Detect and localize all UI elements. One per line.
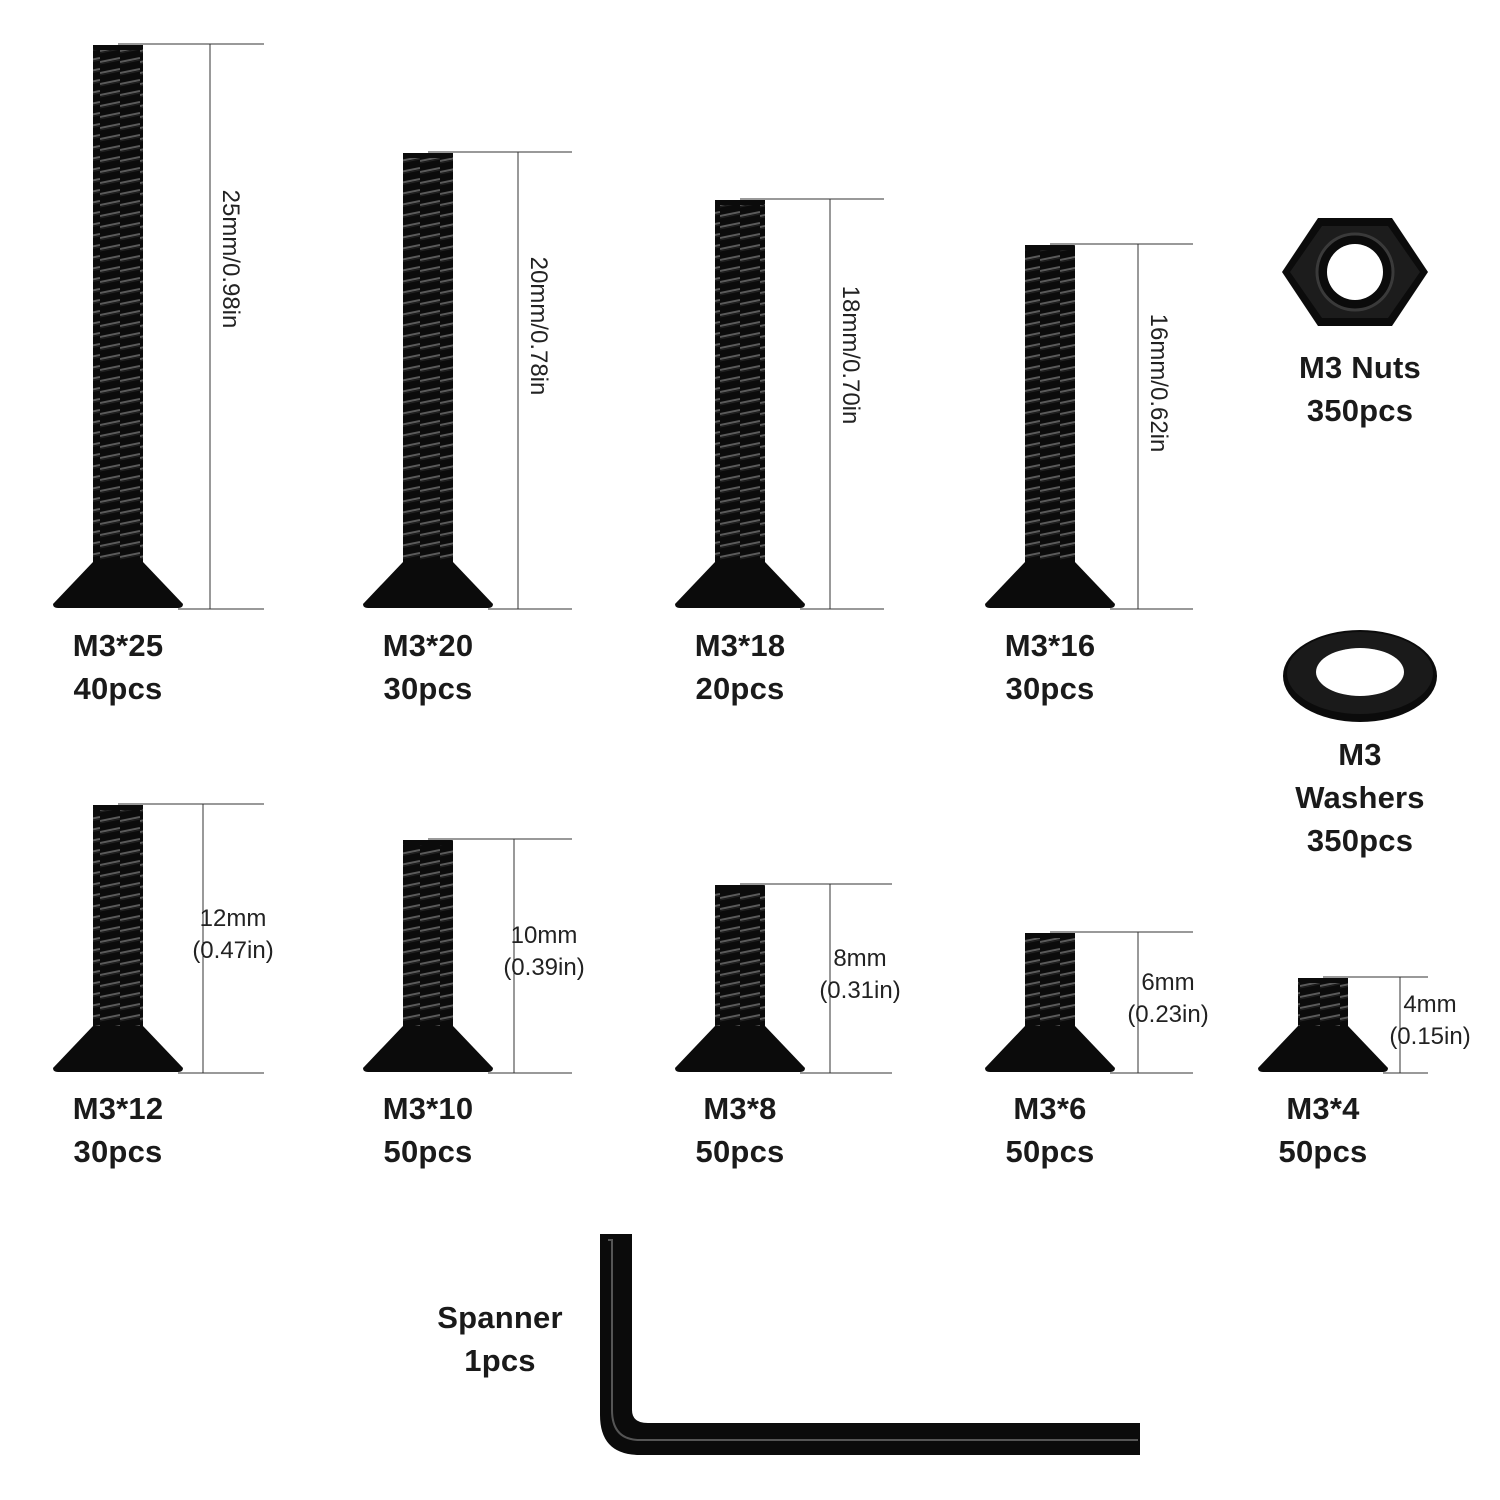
screw-qty: 50pcs	[1278, 1134, 1368, 1169]
screw-label-9: M3*4 50pcs	[1203, 1087, 1443, 1173]
dimension-4	[1050, 243, 1193, 610]
dimension-text-4: 16mm/0.62in	[1145, 313, 1172, 453]
dimension-7	[740, 883, 892, 1074]
screw-m3x8	[675, 885, 805, 1072]
screw-label-6: M3*10 50pcs	[308, 1087, 548, 1173]
dimension-mm: 6mm	[1141, 968, 1195, 996]
screws-layer	[53, 45, 1388, 1072]
screw-size: M3*25	[72, 628, 164, 663]
spanner-name: Spanner	[437, 1300, 563, 1335]
dimension-text-7: 8mm (0.31in)	[810, 943, 910, 1007]
screw-size: M3*6	[1013, 1091, 1087, 1126]
screw-m3x25	[53, 45, 183, 608]
screw-m3x12	[53, 805, 183, 1072]
dimension-mm: 4mm	[1403, 991, 1457, 1018]
dimension-in: (0.15in)	[1389, 1023, 1471, 1050]
nuts-name: M3 Nuts	[1299, 350, 1421, 385]
screw-qty: 50pcs	[383, 1134, 473, 1169]
nuts-qty: 350pcs	[1306, 393, 1414, 428]
screw-qty: 30pcs	[73, 1134, 163, 1169]
spanner-label: Spanner 1pcs	[380, 1296, 620, 1382]
screw-size: M3*18	[694, 628, 786, 663]
screw-m3x16	[985, 245, 1115, 608]
dimension-6	[428, 838, 572, 1074]
hex-nut	[1282, 218, 1428, 326]
washer	[1283, 630, 1437, 722]
dimension-8	[1050, 931, 1193, 1074]
washers-label: M3 Washers 350pcs	[1240, 733, 1480, 862]
dimension-text-1: 25mm/0.98in	[217, 189, 244, 329]
screw-size: M3*16	[1004, 628, 1096, 663]
dimension-text-9: 4mm (0.15in)	[1380, 989, 1480, 1053]
dimension-2	[428, 151, 572, 610]
dimension-in: (0.47in)	[192, 936, 274, 964]
screw-qty: 50pcs	[1005, 1134, 1095, 1169]
dimension-1	[118, 43, 264, 610]
dimension-in: (0.31in)	[819, 976, 901, 1004]
dimension-lines	[118, 43, 1428, 1074]
screw-qty: 20pcs	[695, 671, 785, 706]
screw-m3x18	[675, 200, 805, 608]
screw-m3x20	[363, 153, 493, 608]
dimension-mm: 10mm	[510, 922, 578, 949]
screw-size: M3*8	[703, 1091, 777, 1126]
screw-label-8: M3*6 50pcs	[930, 1087, 1170, 1173]
screw-size: M3*12	[72, 1091, 164, 1126]
screw-size: M3*20	[382, 628, 474, 663]
dimension-text-2: 20mm/0.78in	[525, 256, 552, 396]
screw-qty: 30pcs	[383, 671, 473, 706]
dimension-in: (0.23in)	[1127, 1000, 1209, 1028]
screw-size: M3*4	[1286, 1091, 1360, 1126]
dimension-5	[118, 803, 264, 1074]
dimension-9	[1323, 976, 1428, 1074]
dimension-mm: 8mm	[833, 944, 887, 972]
screw-qty: 40pcs	[73, 671, 163, 706]
screw-m3x6	[985, 933, 1115, 1072]
hex-key-spanner	[600, 1234, 1140, 1455]
spanner-qty: 1pcs	[464, 1343, 536, 1378]
dimension-in: (0.39in)	[503, 954, 585, 981]
nuts-label: M3 Nuts 350pcs	[1240, 346, 1480, 432]
screw-qty: 50pcs	[695, 1134, 785, 1169]
dimension-3	[740, 198, 884, 610]
washers-qty: 350pcs	[1306, 823, 1414, 858]
dimension-text-6: 10mm (0.39in)	[494, 920, 594, 984]
dimension-mm: 12mm	[199, 904, 267, 932]
screw-label-3: M3*18 20pcs	[620, 624, 860, 710]
screw-m3x10	[363, 840, 493, 1072]
screw-size: M3*10	[382, 1091, 474, 1126]
dimension-text-3: 18mm/0.70in	[837, 285, 864, 425]
screw-label-2: M3*20 30pcs	[308, 624, 548, 710]
screw-label-1: M3*25 40pcs	[0, 624, 238, 710]
screw-label-7: M3*8 50pcs	[620, 1087, 860, 1173]
dimension-text-5: 12mm (0.47in)	[183, 903, 283, 967]
screw-label-5: M3*12 30pcs	[0, 1087, 238, 1173]
washers-size: M3	[1338, 737, 1382, 772]
screw-qty: 30pcs	[1005, 671, 1095, 706]
screw-m3x4	[1258, 978, 1388, 1072]
screw-label-4: M3*16 30pcs	[930, 624, 1170, 710]
washers-name: Washers	[1295, 780, 1425, 815]
dimension-text-8: 6mm (0.23in)	[1118, 967, 1218, 1031]
